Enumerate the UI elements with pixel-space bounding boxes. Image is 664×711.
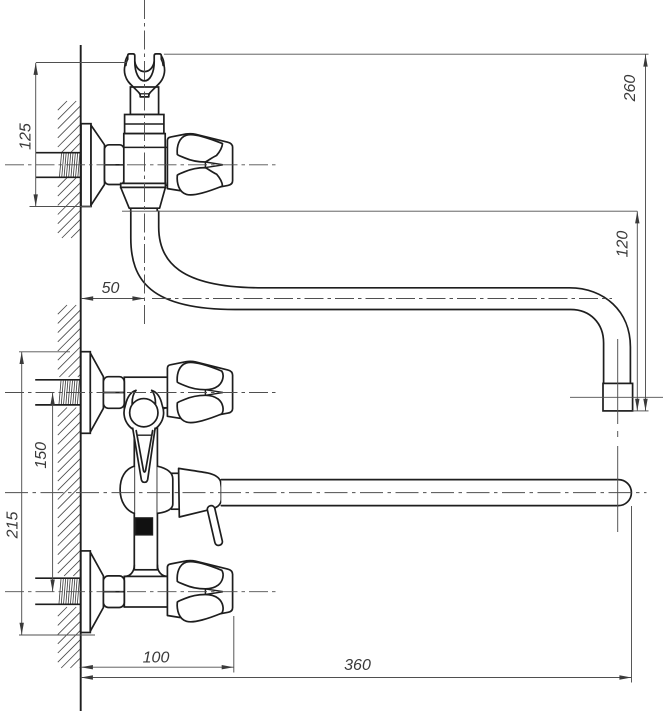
svg-text:125: 125: [17, 123, 34, 150]
svg-text:215: 215: [5, 512, 22, 540]
svg-text:100: 100: [143, 650, 170, 667]
svg-text:150: 150: [33, 442, 50, 469]
svg-text:260: 260: [622, 75, 639, 103]
svg-text:120: 120: [614, 231, 631, 258]
svg-text:50: 50: [102, 280, 120, 297]
svg-text:360: 360: [344, 657, 371, 674]
